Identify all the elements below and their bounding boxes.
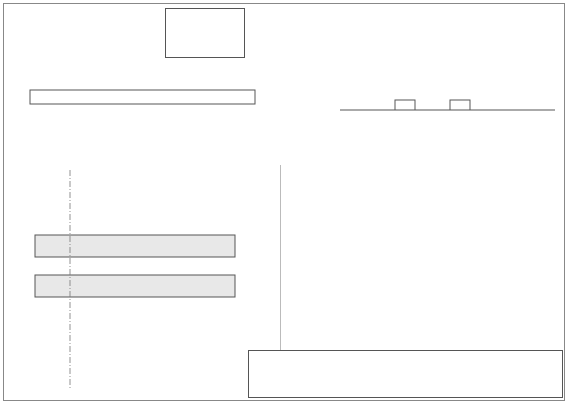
detail-zone — [165, 8, 245, 58]
notes-zone — [280, 165, 560, 350]
plan-strip-upper — [34, 234, 236, 258]
section-bb-slab — [29, 89, 256, 105]
section-aa-pit-left — [394, 99, 416, 111]
plan-zone — [10, 165, 260, 380]
plan-strip-lower — [34, 274, 236, 298]
section-bb-zone — [10, 58, 275, 153]
section-aa-zone — [330, 58, 560, 153]
title-block — [248, 350, 563, 398]
section-aa-pit-right — [449, 99, 471, 111]
drawing-frame — [3, 3, 565, 401]
